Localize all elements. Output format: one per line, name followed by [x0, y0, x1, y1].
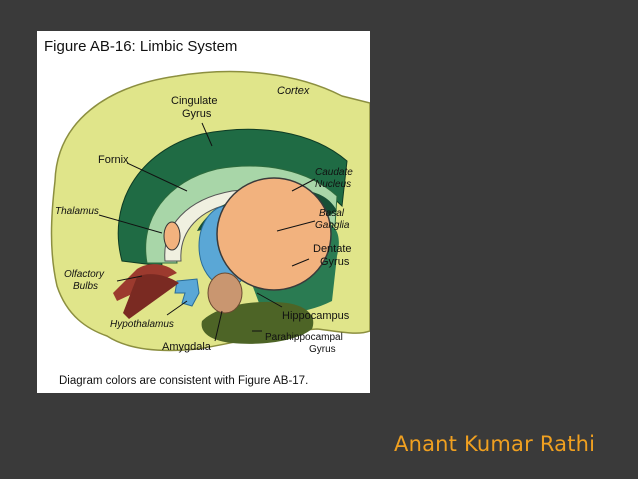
label-amygdala: Amygdala — [162, 341, 212, 353]
limbic-diagram: Figure AB-16: Limbic System Cortex Cingu… — [44, 38, 370, 387]
label-basal-1: Basal — [319, 208, 345, 219]
figure-caption: Diagram colors are consistent with Figur… — [59, 375, 308, 387]
label-cingulate-2: Gyrus — [182, 108, 212, 120]
label-fornix: Fornix — [98, 154, 129, 166]
label-cortex: Cortex — [277, 85, 310, 97]
label-caudate-2: Nucleus — [315, 179, 351, 190]
limbic-system-figure: Figure AB-16: Limbic System Cortex Cingu… — [37, 31, 370, 393]
label-thalamus: Thalamus — [55, 206, 99, 217]
author-name: Anant Kumar Rathi — [394, 432, 596, 456]
label-cingulate-1: Cingulate — [171, 95, 217, 107]
thalamus-shape — [163, 221, 181, 251]
label-parahippocampal-2: Gyrus — [309, 344, 336, 355]
label-basal-2: Ganglia — [315, 220, 350, 231]
label-hypothalamus: Hypothalamus — [110, 319, 174, 330]
figure-title: Figure AB-16: Limbic System — [44, 38, 237, 55]
label-caudate-1: Caudate — [315, 167, 353, 178]
label-olfactory-2: Bulbs — [73, 281, 98, 292]
label-olfactory-1: Olfactory — [64, 269, 105, 280]
label-dentate-2: Gyrus — [320, 256, 350, 268]
label-parahippocampal-1: Parahippocampal — [265, 332, 343, 343]
hypothalamus-shape — [174, 278, 200, 307]
label-hippocampus: Hippocampus — [282, 310, 350, 322]
olfactory-bulbs-shape-2 — [123, 274, 179, 319]
label-dentate-1: Dentate — [313, 243, 352, 255]
amygdala-shape — [207, 272, 243, 314]
leader-lines — [98, 122, 316, 342]
basal-ganglia-shape — [216, 177, 332, 291]
